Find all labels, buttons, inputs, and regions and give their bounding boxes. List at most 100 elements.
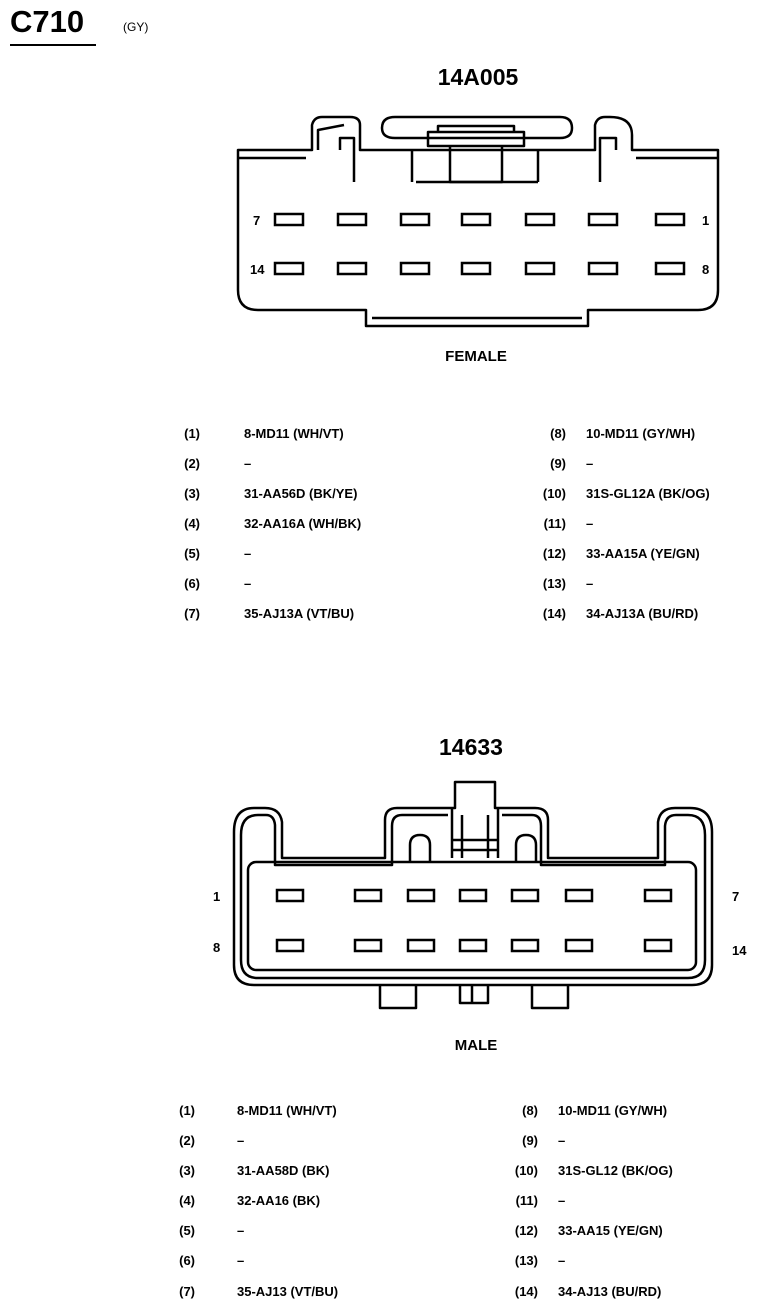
pin-wire: 35-AJ13 (VT/BU) [237, 1284, 339, 1299]
connector-id: C710 [10, 4, 85, 39]
pin-wire: 35-AJ13A (VT/BU) [244, 606, 355, 621]
pin-wire: 31-AA56D (BK/YE) [244, 486, 358, 501]
pin-wire: 31S-GL12 (BK/OG) [558, 1163, 673, 1178]
pin-wire: 34-AJ13 (BU/RD) [558, 1284, 662, 1299]
female-pin-label-bottom-left: 14 [250, 262, 265, 277]
pin-number: (11) [515, 1193, 538, 1208]
pin-number: (9) [550, 456, 566, 471]
pin-wire: – [586, 516, 594, 531]
male-pin-row: (12) 33-AA15 (YE/GN) [498, 1223, 738, 1243]
male-pin-row: (2) – [155, 1133, 415, 1153]
pin-number: (8) [522, 1103, 538, 1118]
male-pin-label-bottom-right: 14 [732, 943, 747, 958]
pin-number: (12) [542, 546, 566, 561]
female-pin-row: (10) 31S-GL12A (BK/OG) [526, 486, 756, 506]
connector-color-code: (GY) [123, 20, 149, 34]
pin-number: (9) [522, 1133, 538, 1148]
pin-number: (13) [542, 576, 566, 591]
male-pin-label-top-right: 7 [732, 889, 740, 904]
pin-number: (4) [179, 1193, 195, 1208]
pin-wire: – [237, 1253, 245, 1268]
pin-wire: 8-MD11 (WH/VT) [244, 426, 344, 441]
female-label: FEMALE [445, 348, 507, 365]
pin-wire: 31-AA58D (BK) [237, 1163, 330, 1178]
male-connector-body [232, 780, 714, 1010]
female-pin-label-bottom-right: 8 [702, 262, 710, 277]
male-pin-row: (7) 35-AJ13 (VT/BU) [155, 1284, 415, 1304]
female-pin-row: (8) 10-MD11 (GY/WH) [526, 426, 756, 446]
pin-wire: 32-AA16A (WH/BK) [244, 516, 362, 531]
pin-number: (7) [179, 1284, 195, 1299]
female-pin-row: (6) – [160, 576, 420, 596]
pin-number: (1) [179, 1103, 195, 1118]
male-part-number: 14633 [439, 734, 503, 760]
pin-number: (14) [514, 1284, 538, 1299]
pin-number: (12) [514, 1223, 538, 1238]
pin-number: (5) [184, 546, 200, 561]
pin-wire: – [558, 1133, 566, 1148]
female-pin-row: (7) 35-AJ13A (VT/BU) [160, 606, 420, 626]
pin-wire: – [237, 1223, 245, 1238]
female-pin-row: (1) 8-MD11 (WH/VT) [160, 426, 420, 446]
pin-number: (6) [179, 1253, 195, 1268]
pin-wire: 31S-GL12A (BK/OG) [586, 486, 710, 501]
pin-number: (14) [542, 606, 566, 621]
pin-wire: – [244, 546, 252, 561]
pin-number: (6) [184, 576, 200, 591]
pin-wire: – [237, 1133, 245, 1148]
pin-wire: – [244, 576, 252, 591]
pin-number: (3) [179, 1163, 195, 1178]
pin-number: (3) [184, 486, 200, 501]
pin-number: (10) [514, 1163, 538, 1178]
pin-number: (2) [184, 456, 200, 471]
pin-number: (1) [184, 426, 200, 441]
female-pin-row: (13) – [526, 576, 756, 596]
pin-wire: – [586, 576, 594, 591]
male-pin-row: (5) – [155, 1223, 415, 1243]
pin-wire: 10-MD11 (GY/WH) [586, 426, 696, 441]
pin-number: (2) [179, 1133, 195, 1148]
pin-number: (8) [550, 426, 566, 441]
pin-wire: 33-AA15 (YE/GN) [558, 1223, 663, 1238]
female-pin-row: (9) – [526, 456, 756, 476]
male-pin-row: (13) – [498, 1253, 738, 1273]
female-pin-row: (4) 32-AA16A (WH/BK) [160, 516, 420, 536]
pin-number: (4) [184, 516, 200, 531]
connector-id-underline [10, 44, 96, 46]
pin-number: (10) [542, 486, 566, 501]
pin-wire: – [586, 456, 594, 471]
female-pin-cavities [273, 212, 686, 276]
male-pin-row: (4) 32-AA16 (BK) [155, 1193, 415, 1213]
male-pin-row: (9) – [498, 1133, 738, 1153]
female-pin-row: (5) – [160, 546, 420, 566]
pin-wire: 10-MD11 (GY/WH) [558, 1103, 668, 1118]
male-pin-row: (8) 10-MD11 (GY/WH) [498, 1103, 738, 1123]
female-pin-label-top-right: 1 [702, 213, 710, 228]
pin-number: (13) [514, 1253, 538, 1268]
female-pin-row: (3) 31-AA56D (BK/YE) [160, 486, 420, 506]
male-pin-row: (11) – [498, 1193, 738, 1213]
female-part-number: 14A005 [437, 64, 519, 90]
pin-wire: 33-AA15A (YE/GN) [586, 546, 700, 561]
female-pin-row: (11) – [526, 516, 756, 536]
pin-wire: 8-MD11 (WH/VT) [237, 1103, 337, 1118]
male-pin-row: (14) 34-AJ13 (BU/RD) [498, 1284, 738, 1304]
pin-number: (7) [184, 606, 200, 621]
female-pin-label-top-left: 7 [253, 213, 261, 228]
male-pin-label-top-left: 1 [213, 889, 221, 904]
female-connector-body [236, 115, 720, 328]
male-pin-row: (1) 8-MD11 (WH/VT) [155, 1103, 415, 1123]
male-pin-row: (10) 31S-GL12 (BK/OG) [498, 1163, 738, 1183]
pin-wire: 32-AA16 (BK) [237, 1193, 321, 1208]
male-label: MALE [454, 1037, 498, 1054]
pin-wire: 34-AJ13A (BU/RD) [586, 606, 699, 621]
pin-wire: – [558, 1193, 566, 1208]
pin-number: (11) [543, 516, 566, 531]
male-pin-label-bottom-left: 8 [213, 940, 221, 955]
pin-wire: – [244, 456, 252, 471]
male-pin-row: (6) – [155, 1253, 415, 1273]
female-pin-row: (12) 33-AA15A (YE/GN) [526, 546, 756, 566]
pin-wire: – [558, 1253, 566, 1268]
male-pin-row: (3) 31-AA58D (BK) [155, 1163, 415, 1183]
